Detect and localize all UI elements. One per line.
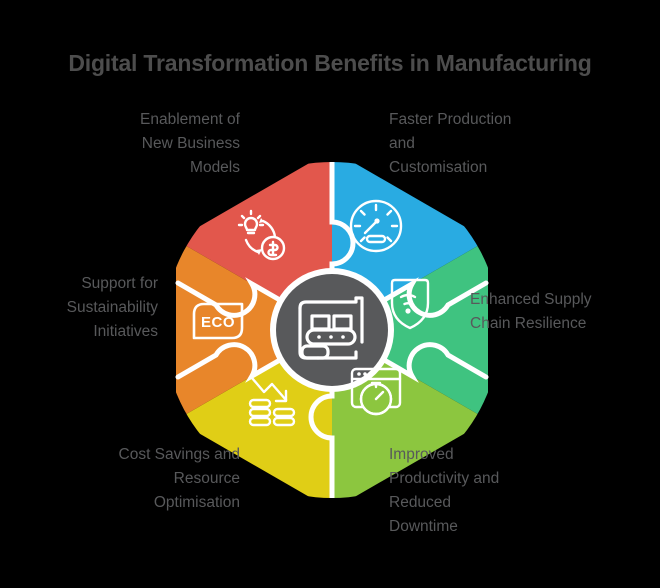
browser-stopwatch-icon xyxy=(350,367,402,416)
page-title: Digital Transformation Benefits in Manuf… xyxy=(68,50,592,76)
wheel-svg: ECO xyxy=(175,162,489,498)
eco-badge-text: ECO xyxy=(201,314,235,331)
label-supply-chain-resilience: Enhanced Supply Chain Resilience xyxy=(470,291,592,332)
label-sustainability: Support for Sustainability Initiatives xyxy=(66,275,158,340)
eco-badge-icon: ECO xyxy=(192,302,244,340)
declining-arrow-coins-icon xyxy=(248,376,296,427)
lightbulb-to-money-cycle-icon xyxy=(237,209,286,261)
segment-sustainability[interactable] xyxy=(176,240,332,420)
segment-supply-chain-resilience[interactable] xyxy=(332,240,488,420)
conveyor-belt-factory-icon xyxy=(298,296,364,360)
shield-signal-icon xyxy=(390,278,430,330)
label-cost-savings: Cost Savings and Resource Optimisation xyxy=(118,446,241,511)
label-improved-productivity: Improved Productivity and Reduced Downti… xyxy=(389,446,500,535)
label-faster-production: Faster Production and Customisation xyxy=(389,111,512,176)
label-new-business-models: Enablement of New Business Models xyxy=(140,111,240,176)
benefits-puzzle-wheel: ECO xyxy=(162,160,502,500)
speedometer-gauge-icon xyxy=(349,199,403,253)
